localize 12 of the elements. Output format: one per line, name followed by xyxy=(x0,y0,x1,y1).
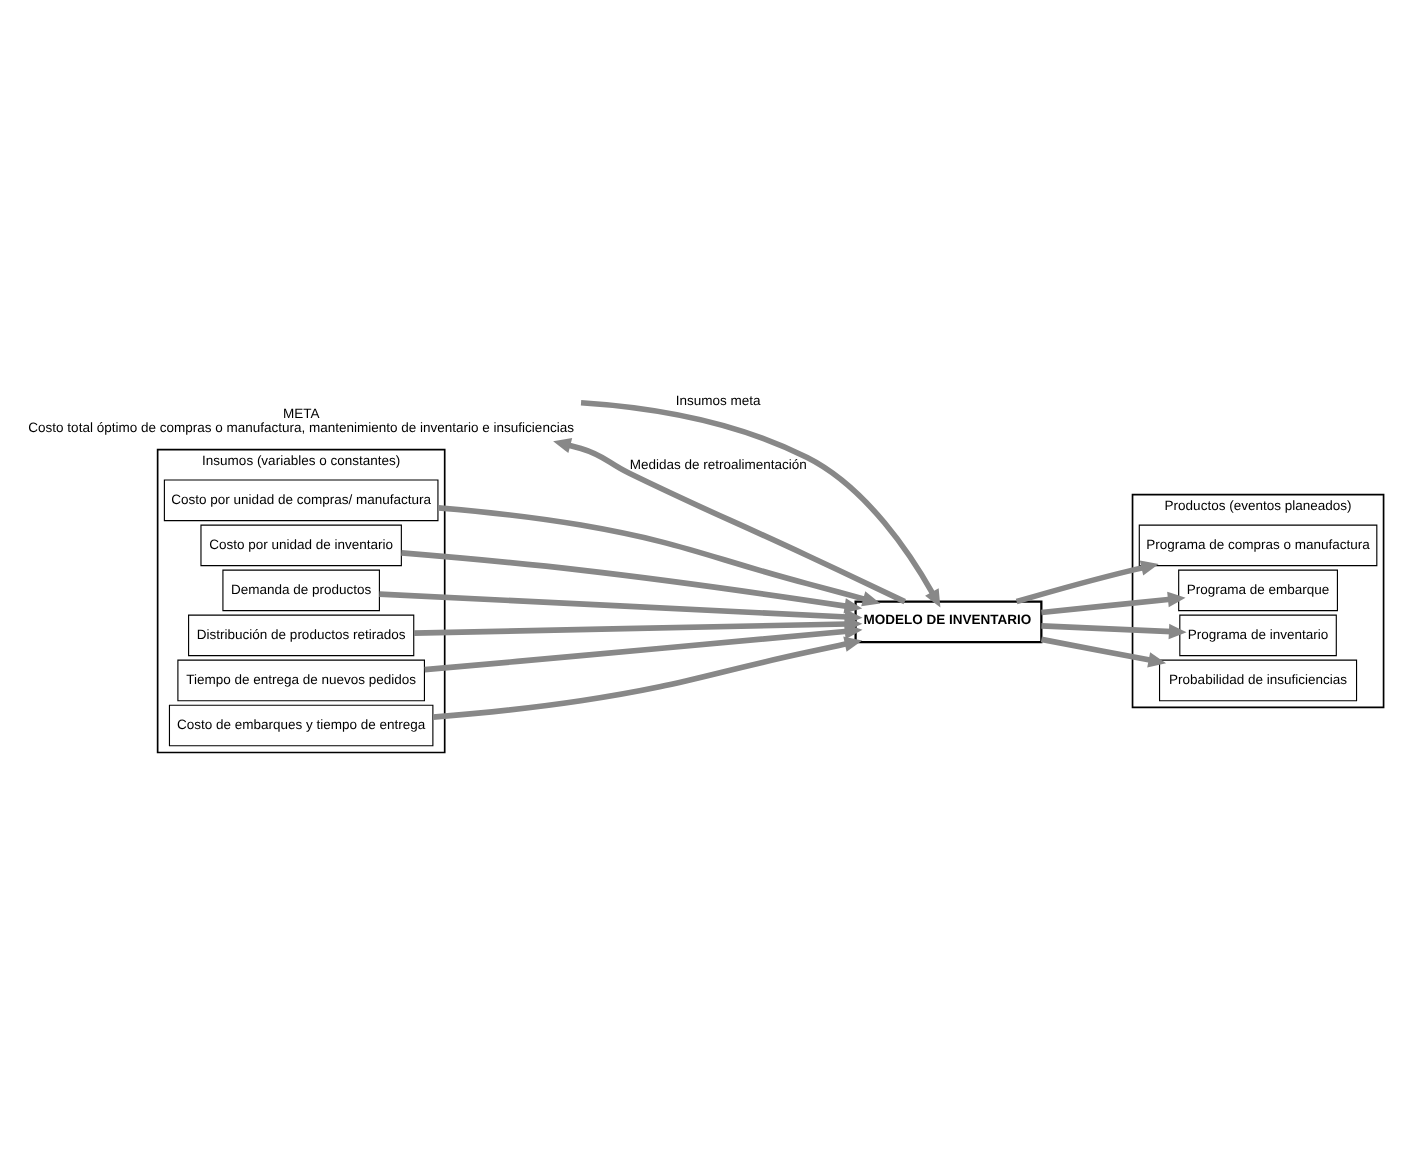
arrow xyxy=(401,550,863,614)
arrow xyxy=(432,636,863,720)
arrow xyxy=(553,438,906,605)
arrow xyxy=(424,623,863,673)
arrow xyxy=(413,616,863,636)
arrow xyxy=(1041,591,1186,616)
arrow xyxy=(1040,636,1167,668)
arrow xyxy=(1015,560,1159,605)
arrow xyxy=(1041,623,1187,640)
arrow xyxy=(580,399,941,608)
arrow xyxy=(379,591,863,625)
arrow xyxy=(438,505,881,607)
